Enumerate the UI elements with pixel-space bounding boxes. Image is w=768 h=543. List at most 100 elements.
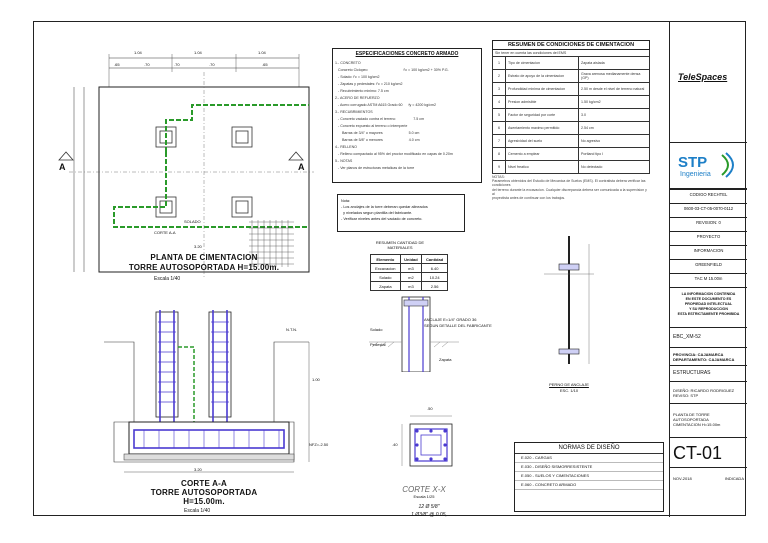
- condition-number: 1: [492, 56, 506, 70]
- spec-line: 2.- ACERO DE REFUERZO: [335, 96, 380, 100]
- condition-number: 8: [492, 147, 506, 161]
- plan-top-dim-2: 1.04: [194, 50, 202, 55]
- cut-title: CORTE X-X: [402, 485, 446, 494]
- title-field: GREENFIELD: [670, 259, 747, 273]
- cut-dim-50: .50: [427, 406, 433, 411]
- conditions-footnotes: NOTAS:Parametros obtenidos del Estudio d…: [492, 175, 650, 200]
- confidential-line: ESTA ESTRICTAMENTE PROHIBIDA: [677, 312, 740, 316]
- confidential-line: LA INFORMACION CONTENIDA: [681, 292, 736, 296]
- summary-cell: 10.24: [421, 272, 448, 282]
- consultant-cell: STP Ingenieria: [670, 143, 747, 189]
- title-field-value: 0600-03-CT-05-0070-0112: [683, 206, 734, 211]
- specs-lines: 1.- CONCRETO Concreto Ciclopeo f'c = 100…: [335, 60, 479, 172]
- condition-param: Factor de seguridad por corte: [505, 108, 579, 122]
- drawing-sheet: 1.04 1.04 1.04 .65 .70 .70 .70 .65 A A S…: [33, 21, 747, 518]
- cut-scale: Escala 1/25: [413, 494, 435, 499]
- condition-footnote: del terreno durante la excavacion. Cualq…: [492, 187, 647, 196]
- spec-line: Barras de 3/4" o mayores 5.0 cm: [335, 131, 420, 135]
- bolt-scale: ESC. 1/10: [559, 388, 579, 393]
- section-level-ntn: N.T.N.: [286, 327, 298, 332]
- condition-param: Agresividad del suelo: [505, 134, 579, 148]
- drawing-title-line: CIMENTACION H=15.00m: [673, 422, 721, 427]
- summary-title: RESUMEN CANTIDAD DE MATERIALES: [375, 240, 425, 250]
- summary-cell: Excavacion: [370, 263, 401, 273]
- condition-value: 1.50 kg/cm2: [578, 95, 650, 109]
- bolt-detail: [544, 236, 594, 364]
- title-field-value: PROYECTO: [696, 234, 721, 239]
- plan-section-mark-left: A: [59, 162, 66, 172]
- title-field: CODIGO RECHTEL: [670, 189, 747, 203]
- anchor-label-pedestal: Pedestal: [370, 342, 386, 347]
- condition-footnote: proyectista antes de continuar con los t…: [492, 196, 566, 201]
- norms-title: NORMAS DE DISEÑO: [515, 443, 663, 454]
- condition-number: 4: [492, 95, 506, 109]
- condition-param: Estrato de apoyo de la cimentacion: [505, 69, 579, 83]
- specs-title: ESPECIFICACIONES CONCRETO ARMADO: [355, 51, 459, 57]
- summary-cell: Solado: [370, 272, 401, 282]
- summary-cell: m3: [399, 263, 423, 273]
- condition-number: 3: [492, 82, 506, 96]
- summary-cell: Zapata: [370, 281, 401, 291]
- section-dim-width: 3.20: [194, 467, 202, 472]
- section-level-nfz: NFZ=-2.50: [309, 442, 329, 447]
- condition-param: Asentamiento maximo permitido: [505, 121, 579, 135]
- condition-footnote: NOTAS:: [492, 175, 505, 179]
- plan-sub-dim-1: .65: [114, 62, 120, 67]
- date-value: NOV-2018: [673, 476, 692, 481]
- anchor-label-2: SEGUN DETALLE DEL FABRICANTE: [424, 323, 492, 328]
- plan-sub-dim-3: .70: [174, 62, 180, 67]
- spec-line: - Recubrimiento minimo: 7.5 cm: [335, 89, 389, 93]
- specs-box: ESPECIFICACIONES CONCRETO ARMADO 1.- CON…: [332, 48, 482, 183]
- plan-subtitle: TORRE AUTOSOPORTADA H=15.00m.: [128, 263, 280, 272]
- date-row: NOV-2018 INDICADA: [670, 467, 747, 487]
- spec-line: Concreto Ciclopeo f'c = 100 kg/cm2 + 30%…: [335, 68, 449, 72]
- anchor-label-1: ANCLAJE E=1/4" GRADO 36: [424, 317, 477, 322]
- discipline: ESTRUCTURAS: [670, 365, 747, 381]
- condition-value: 3.0: [578, 108, 650, 122]
- note-box: Nota:- Los anclajes de la torre deberan …: [337, 194, 465, 232]
- title-field-value: GREENFIELD: [695, 262, 722, 267]
- summary-header: Elemento: [370, 254, 401, 264]
- condition-param: Cemento a emplear: [505, 147, 579, 161]
- title-field-value: TAC M 15.00m: [694, 276, 723, 281]
- title-field-value: CODIGO RECHTEL: [689, 192, 728, 197]
- norm-item: E.030 - DISEÑO SISMORRESISTENTE: [515, 463, 663, 472]
- spec-line: Barras de 5/8" o menores 4.0 cm: [335, 138, 420, 142]
- spec-line: - Acero corrugado ASTM A615 Grado 60 fy …: [335, 103, 436, 107]
- norm-item: E.020 - CARGAS: [515, 454, 663, 463]
- title-field-value: INFORMACION: [693, 248, 724, 253]
- plan-label-corte: CORTE A-A: [154, 230, 176, 235]
- title-field: PROYECTO: [670, 231, 747, 245]
- plan-sub-dim-5: .65: [262, 62, 268, 67]
- condition-value: 2.54 cm: [578, 121, 650, 135]
- norm-item: E.060 - CONCRETO ARMADO: [515, 481, 663, 490]
- drawing-title-line: PLANTA DE TORRE: [673, 412, 710, 417]
- title-field: TAC M 15.00m: [670, 273, 747, 287]
- cut-dim-40: .40: [392, 442, 398, 447]
- summary-cell: 2.56: [421, 281, 448, 291]
- plan-sub-dim-4: .70: [209, 62, 215, 67]
- location-line: PROVINCIA: CAJAMARCA: [673, 352, 724, 357]
- summary-header: Cantidad: [421, 254, 448, 264]
- spec-line: - Concreto vaciado contra el terreno 7.5…: [335, 117, 425, 121]
- condition-number: 6: [492, 121, 506, 135]
- plan-title: PLANTA DE CIMENTACION: [150, 253, 258, 262]
- spec-line: 1.- CONCRETO: [335, 61, 361, 65]
- summary-cell: 6.40: [421, 263, 448, 273]
- spec-line: - Concreto expuesto al terreno o intempe…: [335, 124, 408, 128]
- spec-line: 4.- RELLENO: [335, 145, 357, 149]
- note-line: - Verificar niveles antes del vaciado de…: [341, 217, 423, 221]
- designer-line: REVISO: STP: [673, 393, 699, 398]
